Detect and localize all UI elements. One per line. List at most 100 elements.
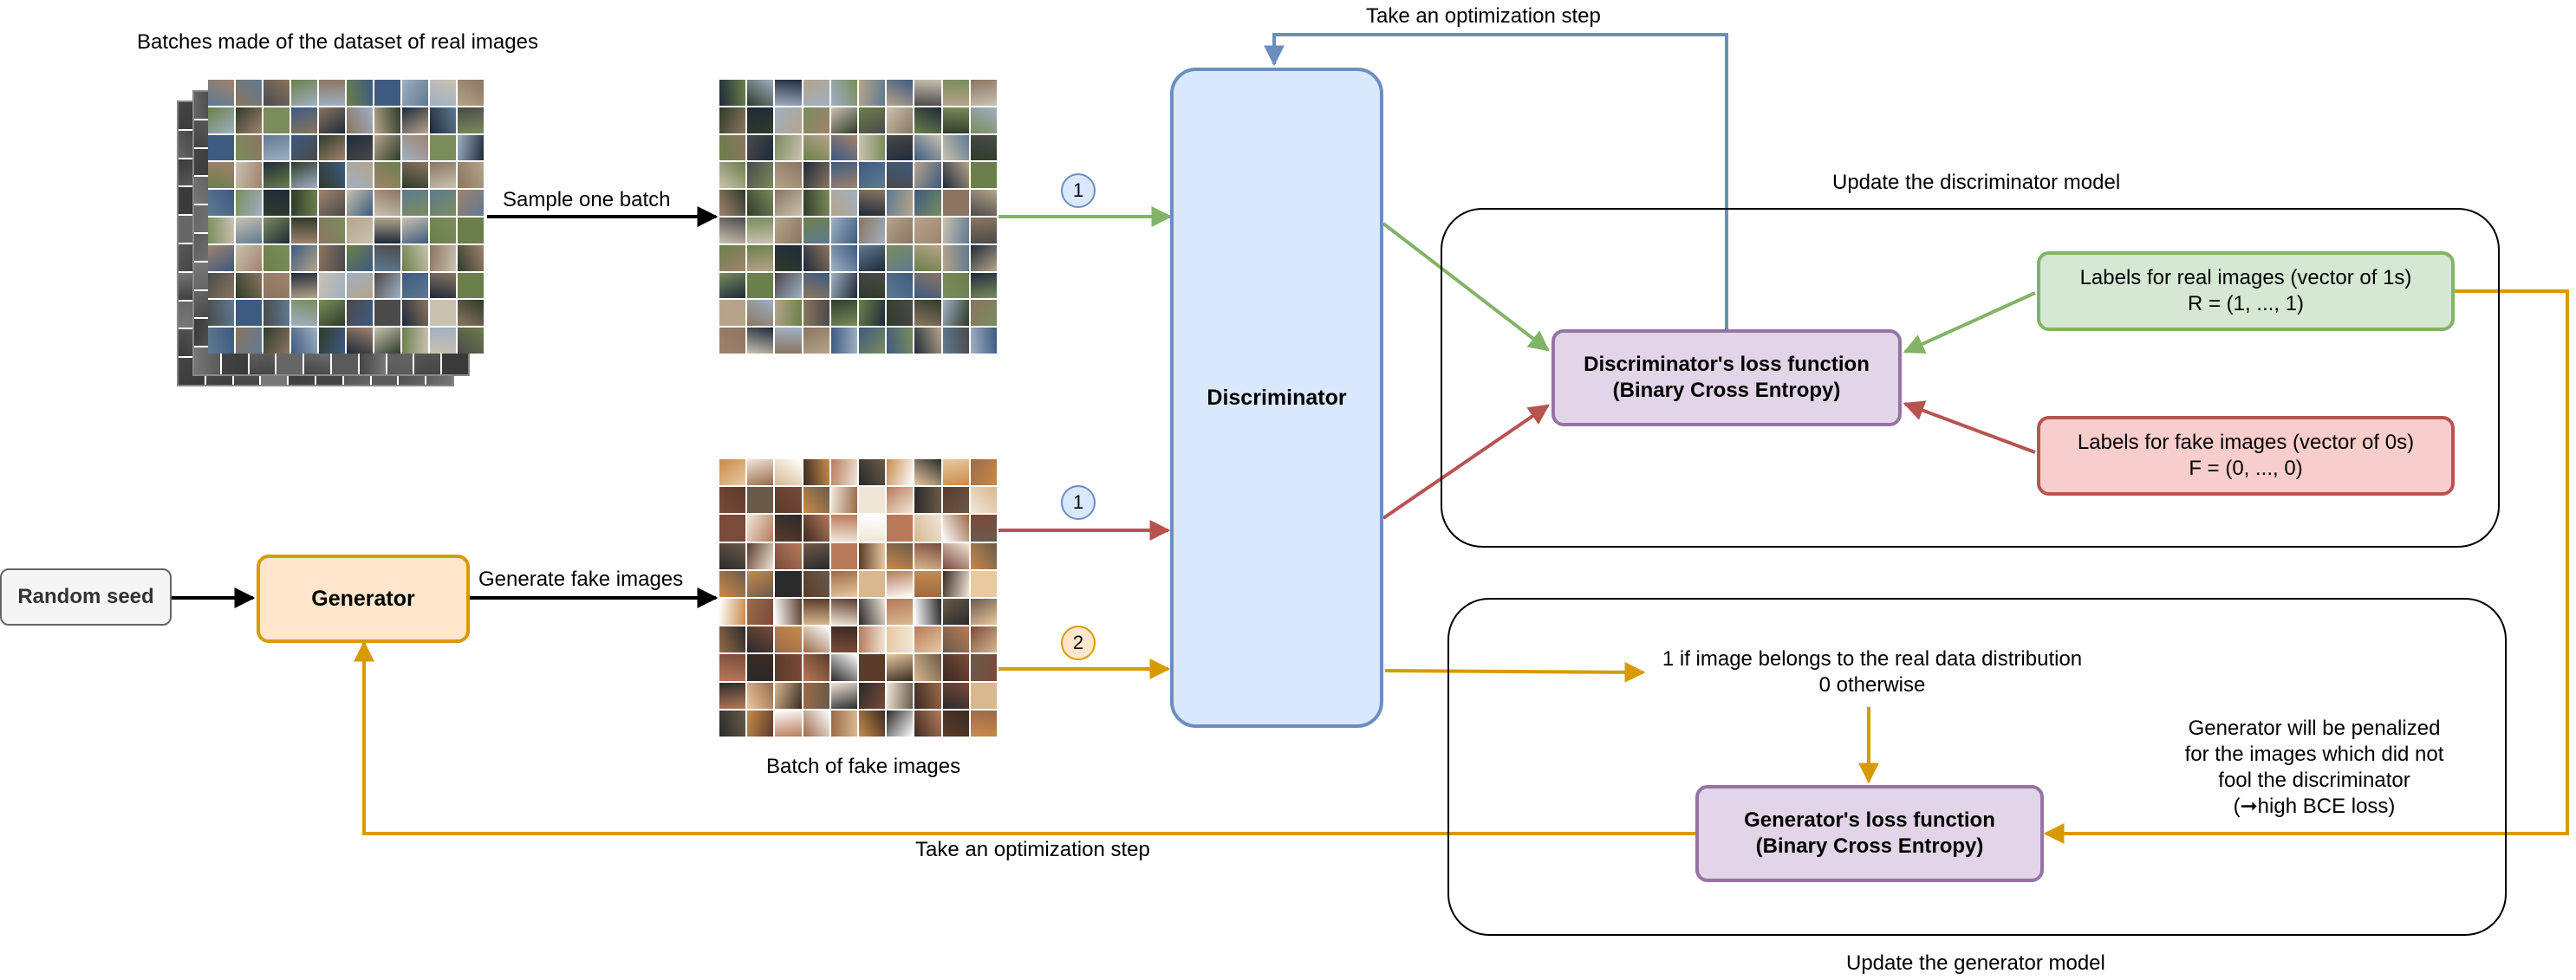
thumbnail-tile <box>775 654 802 681</box>
thumbnail-tile <box>263 328 289 354</box>
thumbnail-tile <box>887 107 914 133</box>
thumbnail-tile <box>458 272 484 299</box>
thumbnail-tile <box>719 599 746 626</box>
thumbnail-tile <box>236 162 262 189</box>
thumbnail-tile <box>859 244 886 271</box>
thumbnail-tile <box>859 487 886 514</box>
thumbnail-tile <box>719 654 746 681</box>
thumbnail-tile <box>236 107 262 133</box>
thumbnail-tile <box>747 654 774 681</box>
thumbnail-tile <box>374 134 400 161</box>
thumbnail-tile <box>914 710 941 737</box>
thumbnail-tile <box>719 710 746 737</box>
thumbnail-tile <box>830 515 857 542</box>
discriminator-loss-node: Discriminator's loss function (Binary Cr… <box>1551 329 1902 426</box>
thumbnail-tile <box>830 654 857 681</box>
thumbnail-tile <box>291 272 317 299</box>
thumbnail-tile <box>830 80 857 106</box>
thumbnail-tile <box>970 626 997 653</box>
discriminator-node: Discriminator <box>1170 68 1383 728</box>
fake-batch-image <box>719 459 997 737</box>
arrow-discriminator-to-output <box>1384 661 1646 683</box>
thumbnail-tile <box>859 190 886 216</box>
thumbnail-tile <box>719 217 746 243</box>
thumbnail-tile <box>859 710 886 737</box>
thumbnail-tile <box>830 217 857 243</box>
thumbnail-tile <box>430 134 456 161</box>
thumbnail-tile <box>263 244 289 271</box>
thumbnail-tile <box>887 654 914 681</box>
thumbnail-tile <box>402 134 428 161</box>
thumbnail-tile <box>775 217 802 243</box>
thumbnail-tile <box>803 272 829 299</box>
thumbnail-tile <box>402 328 428 354</box>
thumbnail-tile <box>775 190 802 216</box>
thumbnail-tile <box>887 487 914 514</box>
thumbnail-tile <box>347 272 373 299</box>
output-line-1: 1 if image belongs to the real data dist… <box>1662 647 2083 671</box>
thumbnail-tile <box>803 134 829 161</box>
thumbnail-tile <box>830 570 857 597</box>
thumbnail-tile <box>458 328 484 354</box>
thumbnail-tile <box>291 107 317 133</box>
thumbnail-tile <box>291 162 317 189</box>
thumbnail-tile <box>970 300 997 327</box>
real-labels-node: Labels for real images (vector of 1s) R … <box>2037 251 2455 331</box>
thumbnail-tile <box>291 328 317 354</box>
thumbnail-tile <box>747 570 774 597</box>
thumbnail-tile <box>803 162 829 189</box>
thumbnail-tile <box>970 710 997 737</box>
thumbnail-tile <box>430 272 456 299</box>
thumbnail-tile <box>347 328 373 354</box>
thumbnail-tile <box>775 80 802 106</box>
thumbnail-tile <box>914 682 941 709</box>
thumbnail-tile <box>719 244 746 271</box>
thumbnail-tile <box>747 300 774 327</box>
thumbnail-tile <box>747 682 774 709</box>
thumbnail-tile <box>942 107 969 133</box>
thumbnail-tile <box>747 487 774 514</box>
thumbnail-tile <box>747 162 774 189</box>
thumbnail-tile <box>263 162 289 189</box>
thumbnail-tile <box>942 134 969 161</box>
thumbnail-tile <box>942 626 969 653</box>
thumbnail-tile <box>775 570 802 597</box>
update-discriminator-caption: Update the discriminator model <box>1832 171 2121 194</box>
thumbnail-tile <box>914 542 941 569</box>
thumbnail-tile <box>347 190 373 216</box>
thumbnail-tile <box>430 328 456 354</box>
step-badge-real: 1 <box>1061 173 1096 208</box>
update-discriminator-region <box>1441 208 2500 548</box>
thumbnail-tile <box>374 190 400 216</box>
thumbnail-tile <box>970 459 997 486</box>
thumbnail-tile <box>914 654 941 681</box>
thumbnail-tile <box>291 190 317 216</box>
thumbnail-tile <box>830 710 857 737</box>
thumbnail-tile <box>263 190 289 216</box>
random-seed-node: Random seed <box>0 568 172 626</box>
thumbnail-tile <box>914 570 941 597</box>
thumbnail-tile <box>430 80 456 106</box>
thumbnail-tile <box>319 328 345 354</box>
thumbnail-tile <box>803 682 829 709</box>
thumbnail-tile <box>719 459 746 486</box>
thumbnail-tile <box>263 272 289 299</box>
thumbnail-tile <box>803 107 829 133</box>
thumbnail-tile <box>942 654 969 681</box>
thumbnail-tile <box>942 217 969 243</box>
thumbnail-tile <box>747 217 774 243</box>
thumbnail-tile <box>775 328 802 354</box>
thumbnail-tile <box>263 134 289 161</box>
thumbnail-tile <box>319 190 345 216</box>
thumbnail-tile <box>859 542 886 569</box>
thumbnail-tile <box>970 654 997 681</box>
thumbnail-tile <box>775 515 802 542</box>
thumbnail-tile <box>942 328 969 354</box>
thumbnail-tile <box>402 300 428 327</box>
thumbnail-tile <box>970 272 997 299</box>
thumbnail-tile <box>775 300 802 327</box>
thumbnail-tile <box>402 162 428 189</box>
thumbnail-tile <box>830 328 857 354</box>
thumbnail-tile <box>208 328 234 354</box>
generator-penalty-text: Generator will be penalized for the imag… <box>2176 716 2453 820</box>
